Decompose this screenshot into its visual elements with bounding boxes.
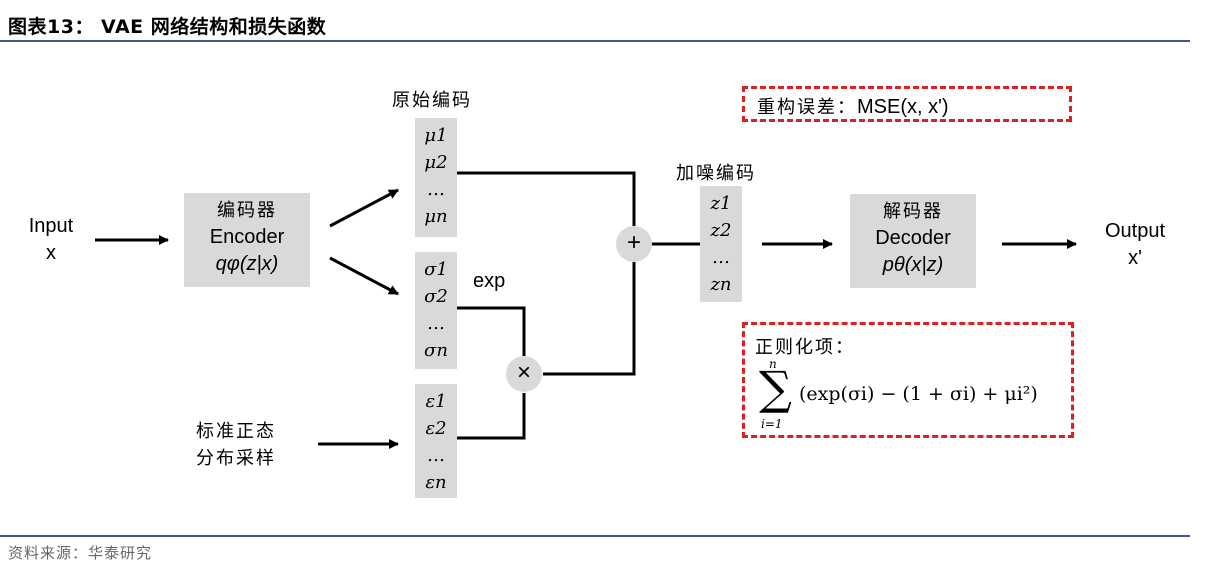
recon-loss-formula: MSE(x, x') <box>857 96 949 118</box>
eps-vector: ε1 ε2 … εn <box>415 384 457 498</box>
recon-loss-label: 重构误差： <box>757 97 857 118</box>
mu-vector: μ1 μ2 … μn <box>415 118 457 237</box>
plus-operator: + <box>616 226 652 262</box>
sum-lower-limit: i=1 <box>761 417 783 431</box>
mu-n: μn <box>424 206 448 227</box>
eps-dots: … <box>427 445 445 466</box>
z-vector: z1 z2 … zn <box>700 186 742 302</box>
eps-2: ε2 <box>425 418 447 439</box>
eps-n: εn <box>425 472 447 493</box>
raw-code-label: 原始编码 <box>392 90 472 111</box>
encoder-block: 编码器 Encoder qφ(z|x) <box>184 193 310 287</box>
times-to-plus-line <box>543 262 636 376</box>
encoder-cn-label: 编码器 <box>217 200 277 221</box>
mu-1: μ1 <box>424 125 448 146</box>
noise-source-label: 标准正态 分布采样 <box>196 421 276 469</box>
sigma-2: σ2 <box>424 286 448 307</box>
sum-upper-limit: n <box>769 357 777 371</box>
z-dots: … <box>712 247 730 268</box>
sigma-dots: … <box>427 313 445 334</box>
encoder-to-sigma-arrow <box>329 256 399 296</box>
source-note: 资料来源：华泰研究 <box>8 544 153 562</box>
reg-loss-label: 正则化项： <box>755 337 855 358</box>
noisy-code-label: 加噪编码 <box>676 163 756 184</box>
output-label: Output x' <box>1104 220 1166 269</box>
reg-loss-expression: (exp(σi) − (1 + σi) + μi²) <box>799 383 1038 405</box>
mu-dots: … <box>427 179 445 200</box>
sigma-to-times-line <box>457 306 526 356</box>
sigma-vector: σ1 σ2 … σn <box>415 252 457 369</box>
header-rule <box>0 40 1190 42</box>
eps-to-times-line <box>457 393 526 440</box>
figure-title: 图表13： VAE 网络结构和损失函数 <box>8 16 327 38</box>
decoder-en-label: Decoder <box>875 227 951 249</box>
times-operator: × <box>506 356 542 392</box>
decoder-cn-label: 解码器 <box>883 201 943 222</box>
eps-1: ε1 <box>425 391 447 412</box>
z-n: zn <box>710 274 732 295</box>
footer-rule <box>0 535 1190 537</box>
recon-loss-box: 重构误差：MSE(x, x') <box>742 86 1072 122</box>
encoder-en-label: Encoder <box>209 226 285 248</box>
sum-symbol: ∑ <box>759 361 792 415</box>
reg-loss-box: 正则化项： n ∑ i=1 (exp(σi) − (1 + σi) + μi²) <box>742 322 1074 438</box>
mu-2: μ2 <box>424 152 448 173</box>
encoder-to-mu-arrow <box>329 188 399 228</box>
z-1: z1 <box>710 193 732 214</box>
exp-label: exp <box>473 270 506 292</box>
decoder-formula: pθ(x|z) <box>882 254 944 276</box>
mu-to-plus-line <box>457 171 636 226</box>
sigma-1: σ1 <box>424 259 448 280</box>
decoder-block: 解码器 Decoder pθ(x|z) <box>850 194 976 288</box>
encoder-formula: qφ(z|x) <box>215 253 279 275</box>
input-label: Input x <box>28 215 74 264</box>
sigma-n: σn <box>424 340 448 361</box>
z-2: z2 <box>710 220 732 241</box>
